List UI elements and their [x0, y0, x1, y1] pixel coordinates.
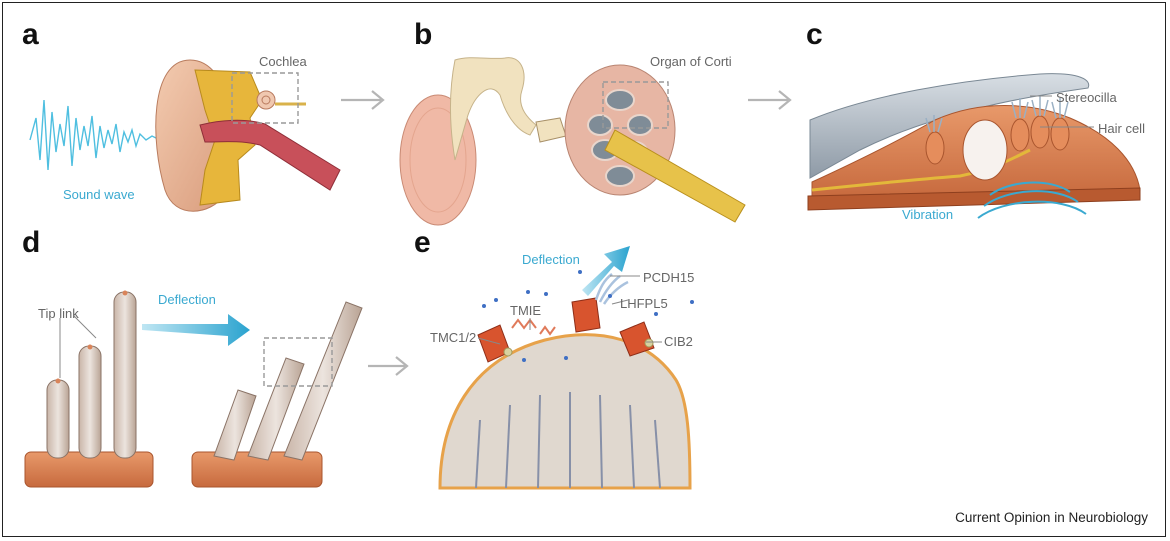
deflection-arrow-d: [142, 314, 250, 346]
tip-link-callout-line-1: [73, 315, 97, 339]
ear-canal-shape: [199, 119, 341, 191]
stapes-shape: [535, 117, 567, 143]
tmc-label: TMC1/2: [430, 330, 477, 345]
deflection-label-d: Deflection: [158, 292, 216, 307]
stereocilla-label: Stereocilla: [1056, 90, 1117, 105]
cochlea-label: Cochlea: [259, 54, 307, 69]
panel-b-letter: b: [414, 18, 433, 51]
vibration-arcs: [977, 181, 1087, 219]
eardrum-rim: [409, 107, 467, 213]
tectorial-membrane: [809, 73, 1090, 179]
cochlear-nerve-bundle: [604, 129, 746, 223]
mechanotransduction-channels: [477, 297, 655, 363]
cochlea-spiral: [261, 95, 271, 105]
tmie-label: TMIE: [510, 303, 542, 318]
ion-dots: [482, 270, 694, 362]
panel-e-letter: e: [414, 226, 431, 259]
organ-of-corti-label: Organ of Corti: [650, 54, 732, 69]
hair-cells: [925, 115, 1070, 165]
tmie-proteins: [511, 318, 556, 336]
panel-c-art: [807, 73, 1141, 219]
panel-e-art: [438, 246, 694, 490]
sound-wave-line: [29, 99, 161, 171]
stereocilium-tip-dome: [438, 333, 692, 490]
sound-wave-label: Sound wave: [63, 187, 135, 202]
ossicles-shape: [449, 57, 537, 161]
deflection-arrow-e: [582, 246, 630, 296]
deflection-callout-box: [263, 337, 333, 387]
stereocilia-deflected: [213, 301, 363, 461]
journal-credit: Current Opinion in Neurobiology: [955, 510, 1148, 525]
panel-d-art: [24, 290, 363, 488]
panel-b-art: [399, 57, 746, 226]
tip-link-label: Tip link: [38, 306, 79, 321]
cib2-proteins: [503, 338, 654, 357]
cochlea-shape: [256, 90, 276, 110]
stereocilia-tufts: [925, 96, 1069, 133]
pcdh15-label: PCDH15: [643, 270, 695, 285]
panel-c-letter: c: [806, 18, 823, 51]
lhfpl5-label: LHFPL5: [620, 296, 668, 311]
arrow-d-to-e: [368, 356, 409, 376]
tip-link-markers: [55, 290, 128, 384]
actin-filaments: [475, 392, 661, 489]
panel-d-letter: d: [22, 226, 41, 259]
organ-of-corti-callout-box: [602, 81, 669, 129]
label-callout-lines-e: [477, 275, 662, 345]
nerve-fiber: [811, 148, 1031, 192]
stereocilia-upright: [46, 291, 137, 459]
arrow-a-to-b: [341, 90, 385, 110]
cib2-label: CIB2: [664, 334, 693, 349]
vibration-label: Vibration: [902, 207, 954, 222]
cochlea-callout-box: [231, 72, 299, 124]
hair-cell-label: Hair cell: [1098, 121, 1145, 136]
arrow-b-to-c: [748, 90, 792, 110]
panel-a-letter: a: [22, 18, 39, 51]
tunnel-of-corti: [962, 119, 1008, 181]
deflection-label-e: Deflection: [522, 252, 580, 267]
panel-a-art: [29, 59, 341, 212]
